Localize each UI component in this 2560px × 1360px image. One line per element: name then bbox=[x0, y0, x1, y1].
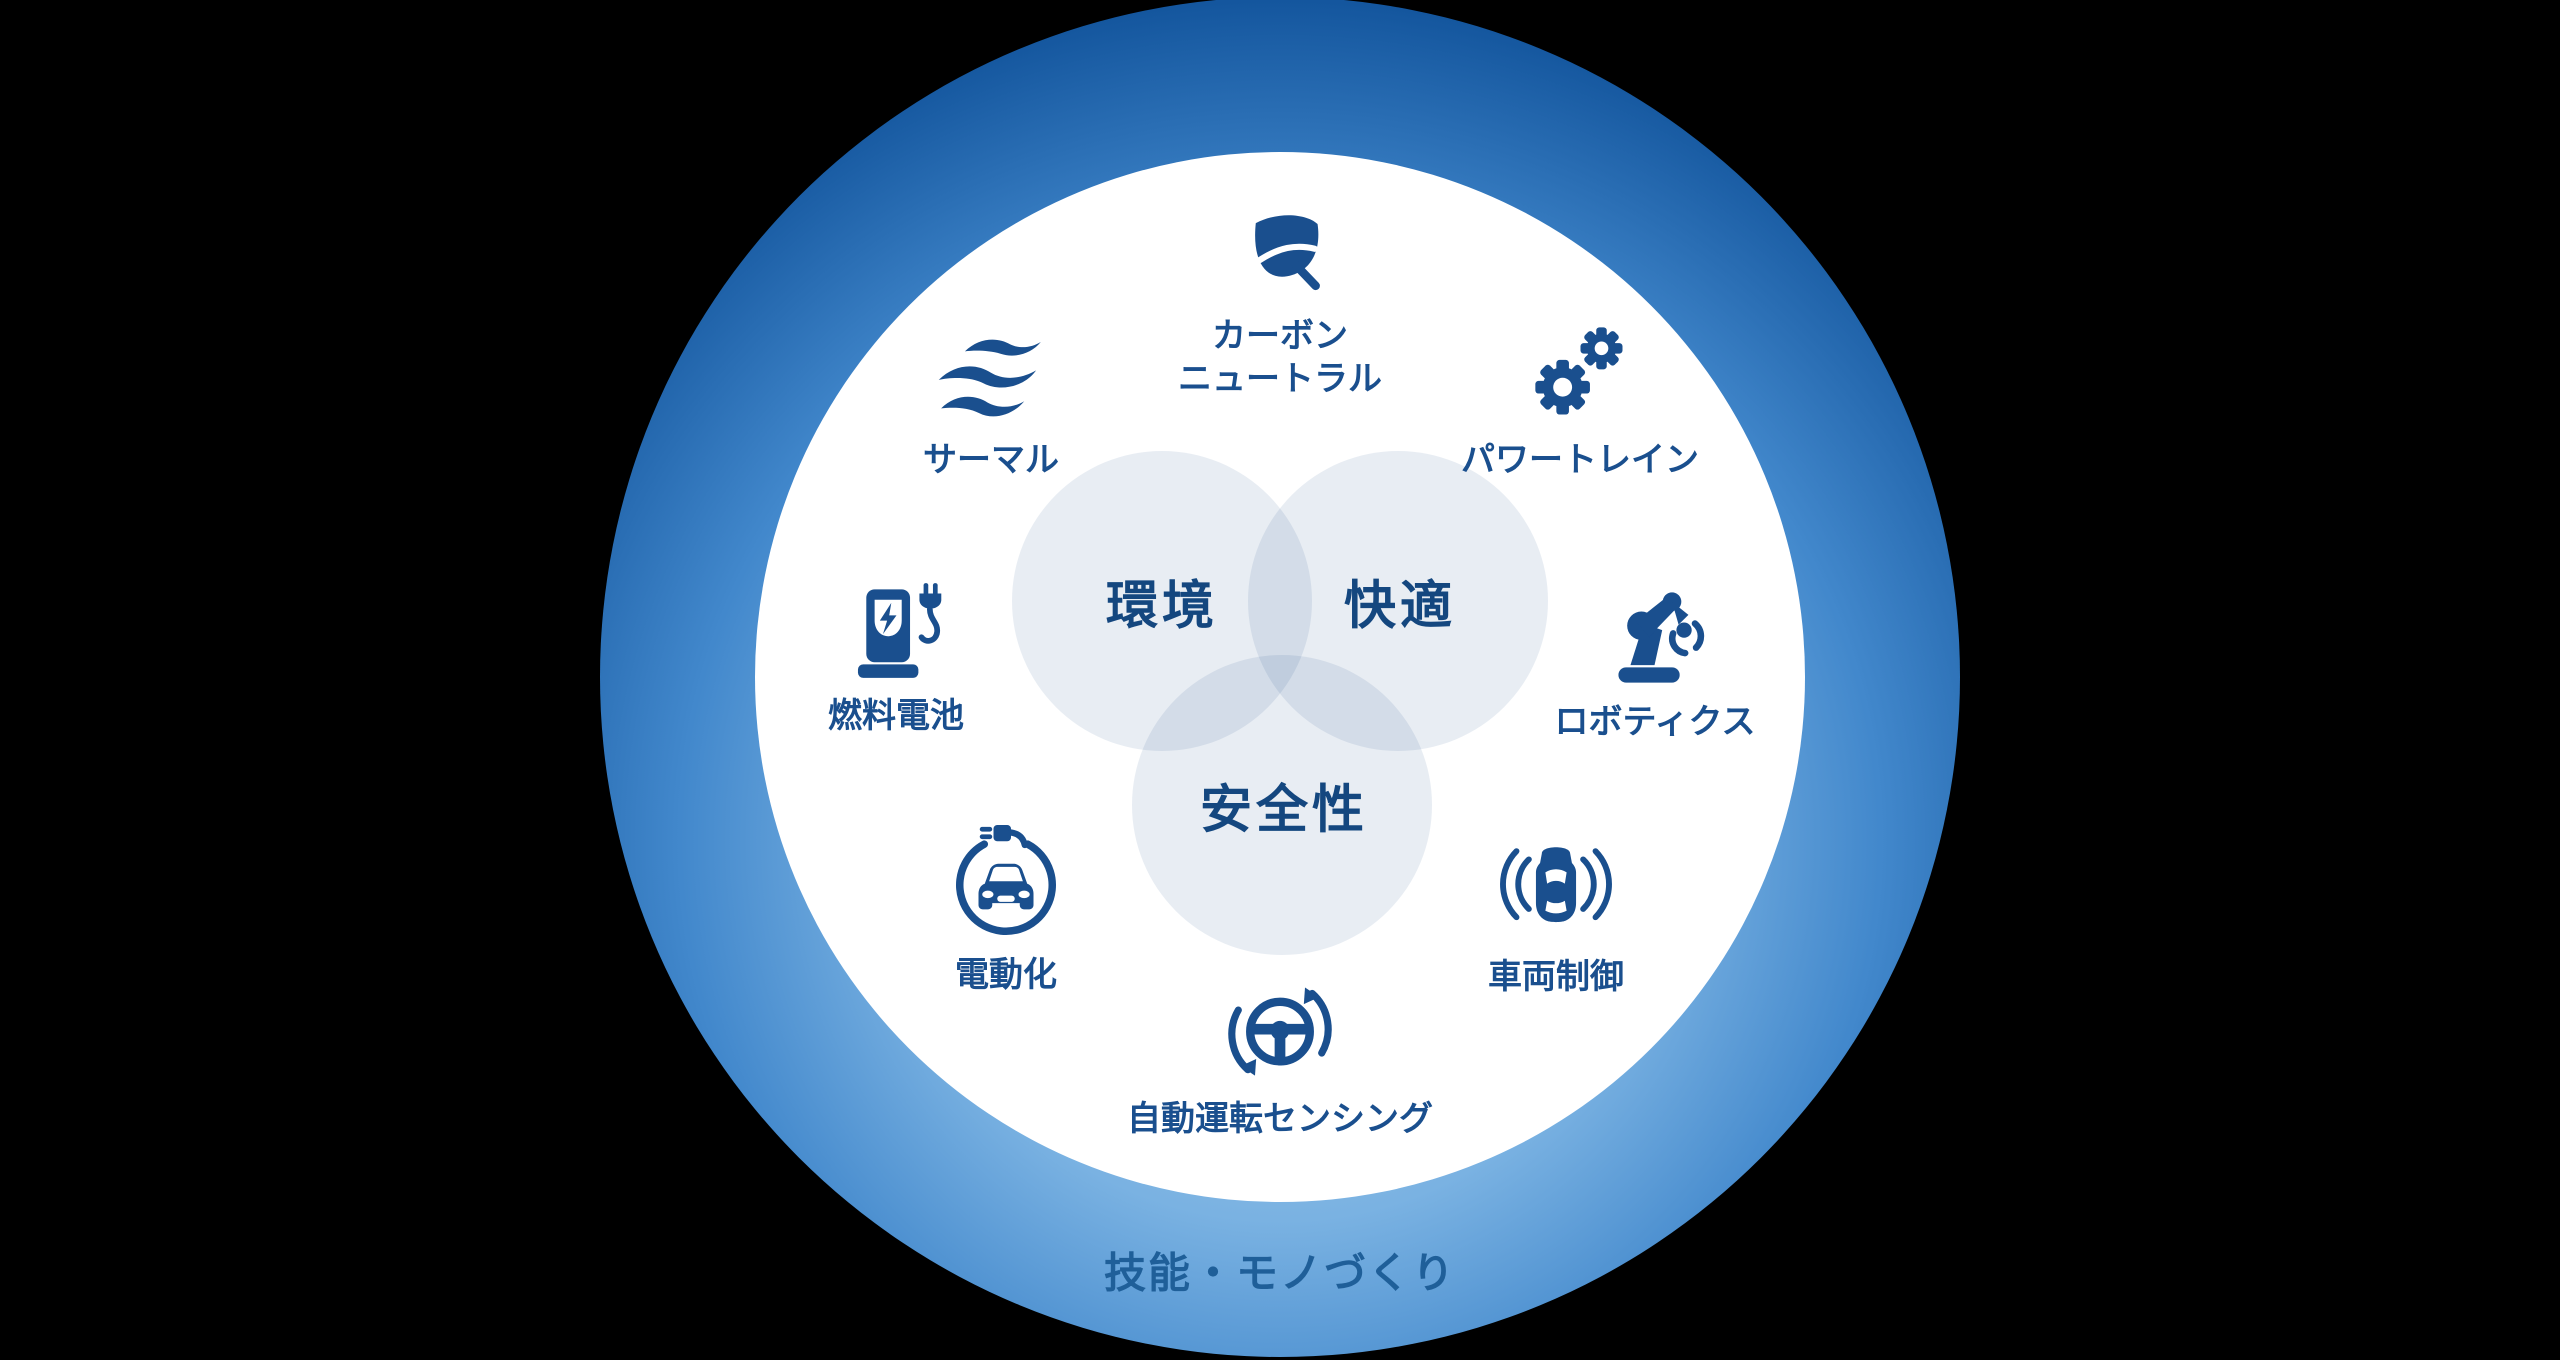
tech-item-fuel-cell: 燃料電池 bbox=[828, 581, 964, 738]
core-value-safety: 安全性 bbox=[1199, 780, 1369, 841]
tech-item-powertrain: パワートレイン bbox=[1461, 320, 1699, 482]
tech-label-robotics: ロボティクス bbox=[1554, 702, 1756, 742]
car-sensing-icon bbox=[1500, 847, 1612, 923]
charging-station-icon bbox=[857, 583, 941, 678]
tech-label-vehicle-control: 車両制御 bbox=[1488, 957, 1624, 997]
tech-label-fuel-cell: 燃料電池 bbox=[828, 696, 964, 736]
tech-item-electrification: 電動化 bbox=[944, 815, 1069, 997]
leaf-icon bbox=[1254, 215, 1320, 291]
venn-circle-comfort bbox=[1248, 451, 1548, 751]
tech-label-autonomous-sensing: 自動運転センシング bbox=[1127, 1099, 1433, 1139]
ev-car-plug-icon bbox=[956, 825, 1056, 935]
tech-item-thermal: サーマル bbox=[923, 330, 1059, 482]
robot-arm-icon bbox=[1618, 592, 1705, 683]
tech-label-thermal: サーマル bbox=[923, 440, 1059, 480]
core-value-environment: 環境 bbox=[1105, 576, 1219, 637]
core-value-comfort: 快適 bbox=[1343, 576, 1457, 637]
tech-item-robotics: ロボティクス bbox=[1554, 582, 1756, 744]
ring-label-skills-manufacturing: 技能・モノづくり bbox=[1103, 1248, 1457, 1298]
tech-label-carbon-neutral: カーボン ニュートラル bbox=[1178, 316, 1382, 399]
waves-icon bbox=[938, 339, 1041, 417]
tech-label-electrification: 電動化 bbox=[955, 955, 1057, 995]
venn-circle-safety bbox=[1132, 655, 1432, 955]
tech-label-powertrain: パワートレイン bbox=[1461, 440, 1699, 480]
gears-icon bbox=[1534, 327, 1622, 415]
steering-wheel-icon bbox=[1228, 987, 1332, 1076]
venn-circle-environment bbox=[1012, 451, 1312, 751]
tech-item-carbon-neutral: カーボン ニュートラル bbox=[1178, 206, 1382, 400]
tech-item-vehicle-control: 車両制御 bbox=[1488, 824, 1624, 999]
tech-item-autonomous-sensing: 自動運転センシング bbox=[1127, 972, 1433, 1141]
